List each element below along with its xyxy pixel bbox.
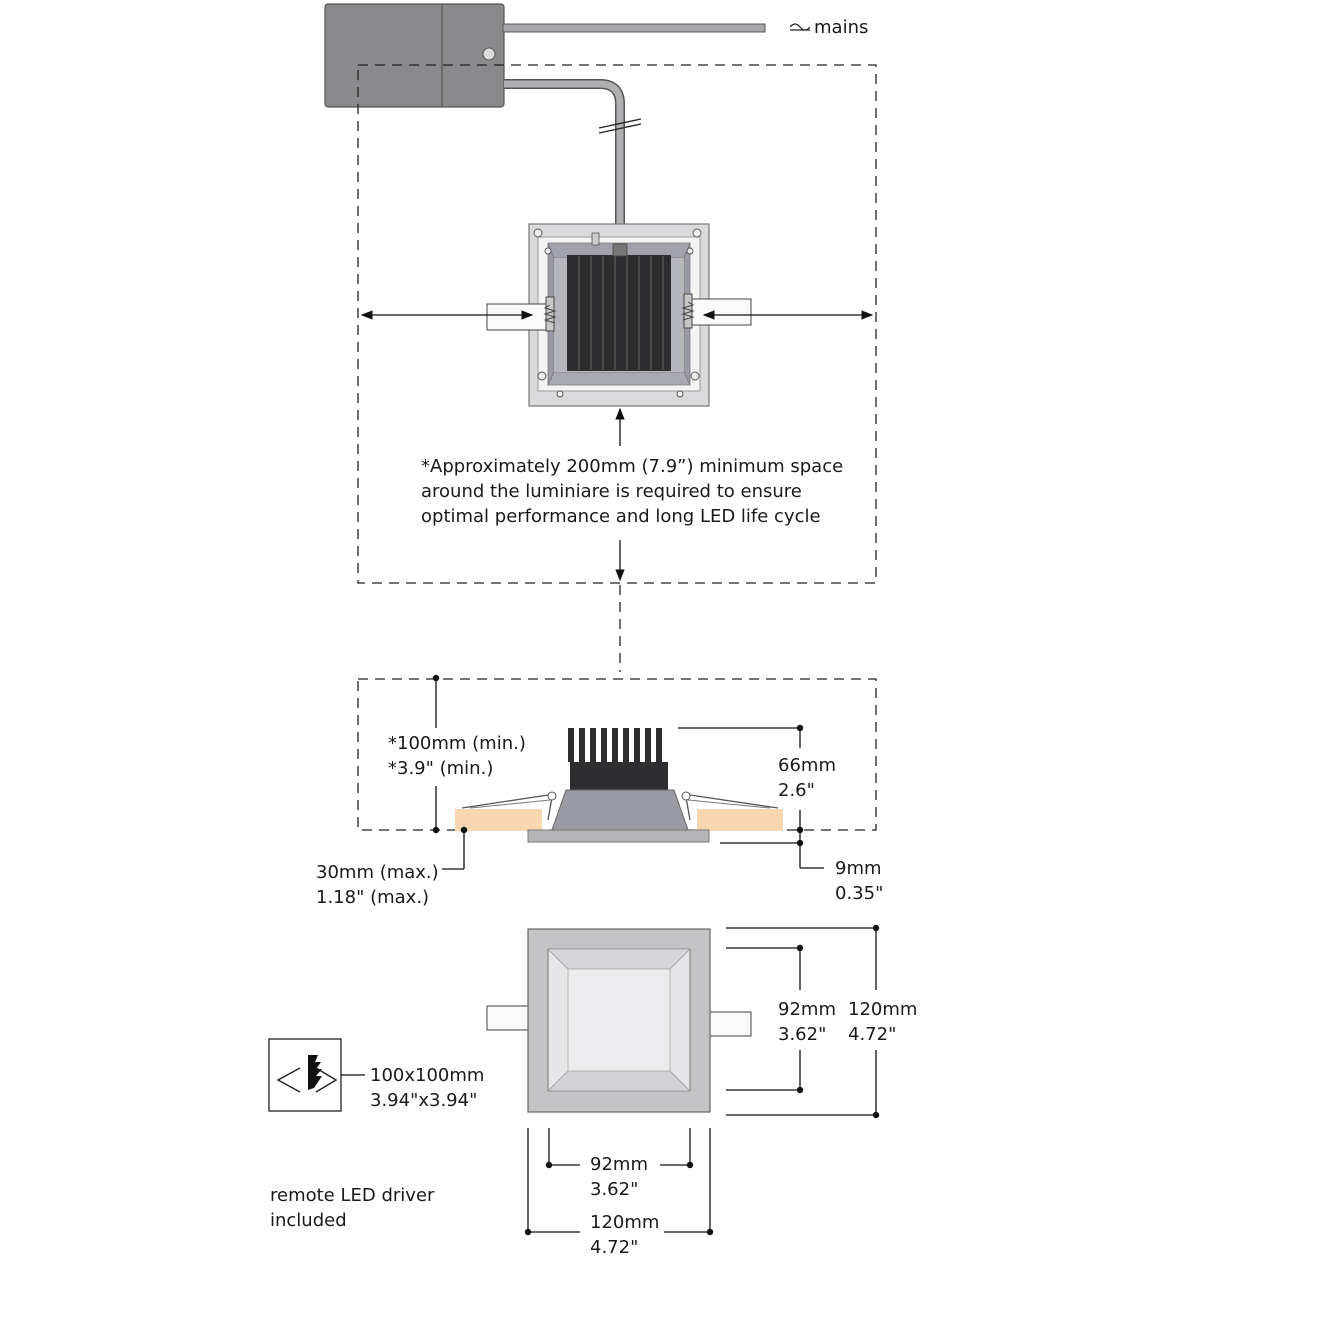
inner-horizontal-dimension: 92mm 3.62" [545, 1128, 694, 1200]
mains-cable [502, 23, 766, 33]
mains-label: mains [814, 17, 868, 38]
front-clip-right [708, 1011, 752, 1037]
luminaire-top [486, 223, 752, 407]
minimum-space-boundary [357, 64, 877, 584]
cutout-section: 100x100mm 3.94"x3.94" [268, 1038, 484, 1112]
note-line-2: around the luminiare is required to ensu… [421, 481, 802, 502]
top-view: mains [324, 3, 877, 672]
ceiling-right [697, 809, 783, 831]
front-lens [567, 968, 671, 1072]
outer-vertical-in-label: 4.72" [848, 1024, 896, 1045]
outer-vertical-dimension: 120mm 4.72" [726, 924, 917, 1119]
spring-clip-right [681, 293, 752, 329]
side-housing [551, 789, 689, 831]
cutout-mm-label: 100x100mm [370, 1065, 484, 1086]
cutout-in-label: 3.94"x3.94" [370, 1090, 477, 1111]
side-view: *100mm (min.) *3.9" (min.) 66mm 2.6" 30m… [316, 674, 883, 908]
trim-in-label: 0.35" [835, 883, 883, 904]
heatsink [567, 255, 671, 371]
note-line-1: *Approximately 200mm (7.9”) minimum spac… [421, 456, 843, 477]
trim-thickness-dimension: 9mm 0.35" [720, 830, 883, 904]
clearance-dimension: *100mm (min.) *3.9" (min.) [388, 674, 526, 834]
side-trim [527, 829, 710, 843]
clearance-in-label: *3.9" (min.) [388, 758, 493, 779]
driver-note-line-1: remote LED driver [270, 1185, 435, 1206]
mains-symbol-icon [789, 23, 811, 31]
driver-note: remote LED driver included [270, 1185, 435, 1231]
ceiling-mm-label: 30mm (max.) [316, 862, 439, 883]
cutout-icon [268, 1038, 342, 1112]
driver-cable [504, 79, 625, 245]
outer-horizontal-mm-label: 120mm [590, 1212, 659, 1233]
driver-note-line-2: included [270, 1210, 347, 1231]
outer-vertical-mm-label: 120mm [848, 999, 917, 1020]
inner-vertical-dimension: 92mm 3.62" [726, 944, 836, 1094]
clearance-boundary [357, 678, 877, 831]
inner-vertical-mm-label: 92mm [778, 999, 836, 1020]
ceiling-left [455, 809, 542, 831]
driver-box [324, 3, 505, 108]
front-clip-left [486, 1005, 530, 1031]
trim-mm-label: 9mm [835, 858, 882, 879]
minimum-space-note: *Approximately 200mm (7.9”) minimum spac… [421, 456, 843, 527]
ceiling-thickness-dimension: 30mm (max.) 1.18" (max.) [316, 826, 468, 908]
front-view: 92mm 3.62" 120mm 4.72" 92mm 3.62" [486, 924, 917, 1258]
cable-break-mark [598, 118, 642, 134]
clearance-mm-label: *100mm (min.) [388, 733, 526, 754]
inner-horizontal-in-label: 3.62" [590, 1179, 638, 1200]
height-dimension: 66mm 2.6" [678, 724, 836, 834]
inner-vertical-in-label: 3.62" [778, 1024, 826, 1045]
outer-horizontal-in-label: 4.72" [590, 1237, 638, 1258]
inner-horizontal-mm-label: 92mm [590, 1154, 648, 1175]
outer-horizontal-dimension: 120mm 4.72" [524, 1128, 714, 1258]
height-in-label: 2.6" [778, 780, 815, 801]
height-mm-label: 66mm [778, 755, 836, 776]
note-line-3: optimal performance and long LED life cy… [421, 506, 821, 527]
ceiling-in-label: 1.18" (max.) [316, 887, 429, 908]
